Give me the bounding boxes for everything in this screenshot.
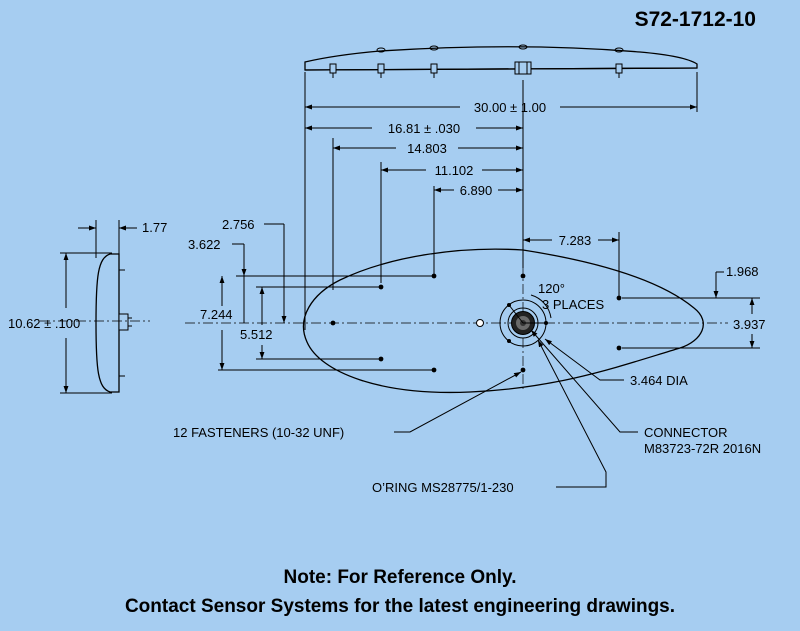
- part-number: S72-1712-10: [634, 8, 756, 31]
- dim-5512-label: 5.512: [240, 327, 273, 342]
- dim-6890: 6.890: [434, 183, 523, 198]
- dim-3937-label: 3.937: [733, 317, 766, 332]
- callout-connector: CONNECTOR M83723-72R 2016N: [530, 329, 761, 456]
- oring-label: O’RING MS28775/1-230: [372, 480, 514, 495]
- dim-177: 1.77: [78, 220, 167, 235]
- dim-1681-label: 16.81 ± .030: [388, 121, 460, 136]
- fasteners-label: 12 FASTENERS (10-32 UNF): [173, 425, 344, 440]
- dim-5512: 5.512: [240, 287, 273, 359]
- top-view-fastener: [429, 45, 439, 78]
- callout-fasteners: 12 FASTENERS (10-32 UNF): [173, 371, 522, 440]
- dim-7244-label: 7.244: [200, 307, 233, 322]
- dim-11102-label: 11.102: [435, 163, 474, 178]
- dim-1968-label: 1.968: [726, 264, 759, 279]
- plan-view: [185, 248, 728, 394]
- top-view: [304, 44, 698, 78]
- dim-3622-label: 3.622: [188, 237, 221, 252]
- note-line-2: Contact Sensor Systems for the latest en…: [124, 596, 676, 617]
- dim-1968: 1.968: [622, 264, 760, 299]
- dim-overall-length-label: 30.00 ± 1.00: [474, 100, 546, 115]
- bolt-circle-label: 3.464 DIA: [630, 373, 688, 388]
- callout-bolt-circle: 3.464 DIA: [544, 338, 688, 388]
- top-view-fastener: [614, 47, 624, 78]
- dim-overall-length: 30.00 ± 1.00: [305, 100, 697, 115]
- left-extension-lines: [218, 275, 434, 371]
- dim-2756-label: 2.756: [222, 217, 255, 232]
- dim-2756: 2.756: [222, 217, 287, 323]
- dim-7283: 7.283: [523, 233, 619, 248]
- connector-label-2: M83723-72R 2016N: [644, 441, 761, 456]
- places-label: 3 PLACES: [542, 297, 604, 312]
- dim-1681: 16.81 ± .030: [305, 121, 523, 136]
- top-view-fastener: [376, 47, 386, 78]
- callout-oring: O’RING MS28775/1-230: [372, 339, 607, 495]
- dim-177-label: 1.77: [142, 220, 167, 235]
- top-view-connector: [514, 44, 532, 75]
- angle-label: 120°: [538, 281, 565, 296]
- dim-3937: 3.937: [622, 298, 766, 349]
- note-line-1: Note: For Reference Only.: [283, 567, 517, 588]
- top-view-fastener: [329, 63, 337, 78]
- dim-7283-label: 7.283: [559, 233, 592, 248]
- dim-6890-label: 6.890: [460, 183, 493, 198]
- dim-14803-label: 14.803: [407, 141, 447, 156]
- connector-label-1: CONNECTOR: [644, 425, 728, 440]
- dim-height-label: 10.62 ± .100: [8, 316, 80, 331]
- dim-3622: 3.622: [188, 237, 247, 323]
- dim-height: 10.62 ± .100: [8, 253, 80, 393]
- dim-11102: 11.102: [381, 163, 523, 178]
- extension-lines: [304, 72, 698, 390]
- dim-14803: 14.803: [333, 141, 523, 156]
- dim-7244: 7.244: [200, 276, 233, 370]
- side-view: [40, 220, 150, 394]
